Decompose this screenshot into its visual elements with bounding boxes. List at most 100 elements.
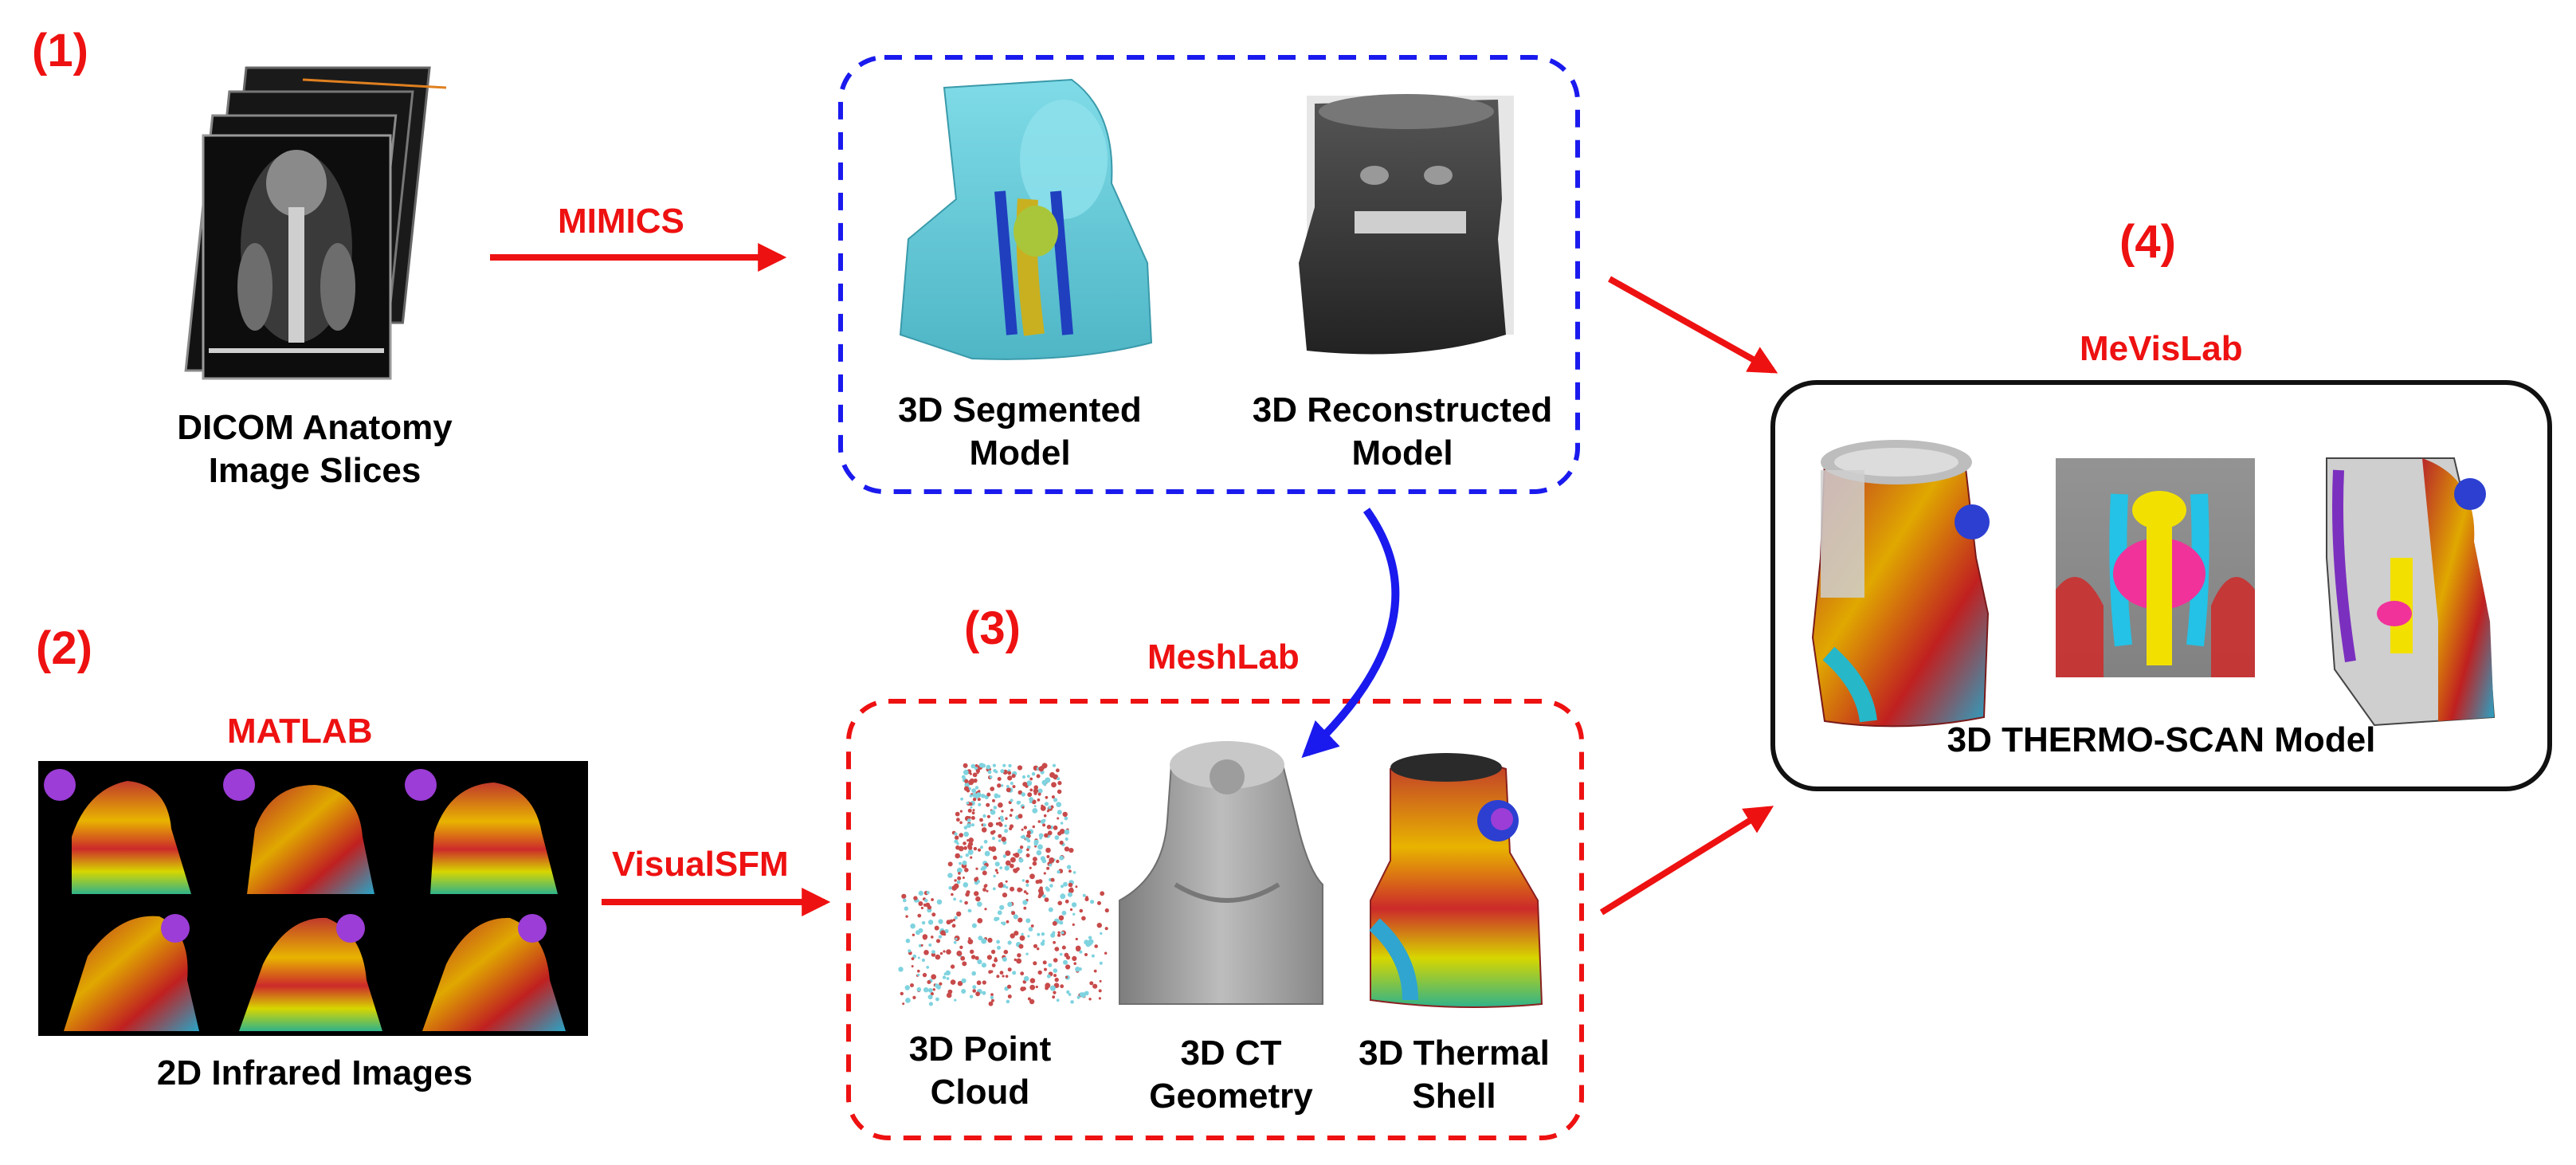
point-cloud-dot bbox=[983, 839, 988, 844]
point-cloud-dot bbox=[987, 937, 993, 943]
point-cloud-dot bbox=[974, 786, 979, 790]
point-cloud-dot bbox=[1076, 947, 1080, 952]
point-cloud-dot bbox=[936, 899, 943, 905]
point-cloud-dot bbox=[1029, 984, 1036, 990]
point-cloud-dot bbox=[1026, 775, 1030, 778]
point-cloud-caption-line-1: 3D Point bbox=[908, 1030, 1052, 1069]
point-cloud-dot bbox=[1025, 883, 1029, 887]
thermal-shell-caption-line-1: 3D Thermal bbox=[1359, 1034, 1550, 1073]
point-cloud-dot bbox=[974, 779, 977, 783]
point-cloud-dot bbox=[1042, 894, 1046, 898]
point-cloud-dot bbox=[967, 816, 971, 820]
point-cloud-dot bbox=[1011, 911, 1016, 916]
point-cloud-dot bbox=[1041, 804, 1044, 807]
point-cloud-dot bbox=[943, 950, 946, 953]
point-cloud-dot bbox=[1025, 892, 1029, 895]
point-cloud-dot bbox=[970, 816, 975, 820]
point-cloud-dot bbox=[1065, 964, 1071, 970]
point-cloud-dot bbox=[1044, 802, 1049, 806]
point-cloud-dot bbox=[1033, 839, 1039, 845]
point-cloud-dot bbox=[1092, 983, 1098, 989]
point-cloud-dot bbox=[910, 923, 916, 929]
point-cloud-dot bbox=[993, 874, 996, 878]
point-cloud-dot bbox=[981, 938, 987, 944]
point-cloud-dot bbox=[1060, 984, 1065, 989]
point-cloud-dot bbox=[976, 980, 982, 986]
point-cloud-dot bbox=[975, 896, 981, 902]
infrared-caption-line-1: 2D Infrared Images bbox=[156, 1053, 473, 1092]
point-cloud-dot bbox=[1104, 927, 1108, 931]
point-cloud-dot bbox=[1089, 981, 1094, 986]
point-cloud-dot bbox=[963, 845, 967, 850]
point-cloud-dot bbox=[947, 861, 953, 867]
point-cloud-dot bbox=[1099, 979, 1102, 983]
mevislab-label: MeVisLab bbox=[2080, 329, 2243, 368]
point-cloud-dot bbox=[1037, 788, 1043, 794]
point-cloud-dot bbox=[975, 792, 982, 798]
point-cloud-dot bbox=[971, 923, 977, 928]
point-cloud-dot bbox=[972, 793, 977, 798]
point-cloud-dot bbox=[970, 949, 974, 955]
point-cloud-dot bbox=[1066, 865, 1072, 869]
point-cloud-dot bbox=[950, 979, 956, 985]
point-cloud-dot bbox=[1029, 788, 1033, 792]
point-cloud-dot bbox=[927, 980, 931, 984]
point-cloud-dot bbox=[946, 992, 952, 998]
point-cloud-dot bbox=[986, 955, 992, 960]
point-cloud-dot bbox=[970, 806, 973, 809]
point-cloud-dot bbox=[984, 850, 990, 857]
point-cloud-dot bbox=[970, 823, 975, 827]
point-cloud-dot bbox=[923, 950, 929, 955]
point-cloud-dot bbox=[931, 974, 937, 980]
point-cloud-dot bbox=[963, 769, 969, 775]
point-cloud-dot bbox=[1038, 833, 1044, 838]
point-cloud-dot bbox=[1037, 970, 1042, 975]
point-cloud-dot bbox=[956, 867, 963, 873]
point-cloud-dot bbox=[987, 822, 994, 828]
point-cloud-dot bbox=[946, 977, 950, 980]
point-cloud-dot bbox=[959, 861, 962, 865]
point-cloud-dot bbox=[1096, 923, 1103, 928]
point-cloud-dot bbox=[912, 933, 916, 937]
point-cloud-dot bbox=[917, 973, 920, 977]
point-cloud-dot bbox=[1049, 772, 1056, 778]
point-cloud-dot bbox=[1079, 950, 1083, 954]
point-cloud-dot bbox=[1046, 866, 1050, 870]
point-cloud-dot bbox=[954, 832, 958, 836]
dicom-caption-line-2: Image Slices bbox=[208, 451, 421, 490]
point-cloud-dot bbox=[1088, 936, 1092, 939]
point-cloud-dot bbox=[911, 965, 914, 968]
point-cloud-dot bbox=[955, 835, 959, 840]
point-cloud-dot bbox=[954, 839, 959, 844]
point-cloud-dot bbox=[905, 998, 911, 1003]
point-cloud-dot bbox=[1081, 916, 1086, 921]
point-cloud-dot bbox=[1037, 932, 1041, 936]
point-cloud-dot bbox=[1017, 848, 1023, 854]
point-cloud-dot bbox=[923, 898, 928, 903]
point-cloud-dot bbox=[1010, 933, 1015, 939]
point-cloud-dot bbox=[1014, 931, 1019, 936]
point-cloud-dot bbox=[969, 794, 973, 798]
point-cloud-dot bbox=[959, 900, 963, 903]
point-cloud-dot bbox=[1060, 893, 1066, 900]
point-cloud-dot bbox=[1009, 826, 1013, 830]
point-cloud-dot bbox=[976, 771, 979, 775]
point-cloud-dot bbox=[1025, 880, 1029, 884]
point-cloud-dot bbox=[994, 916, 998, 922]
segmented-caption: 3D Segmented Model bbox=[853, 389, 1187, 475]
point-cloud-dot bbox=[922, 972, 927, 978]
point-cloud-dot bbox=[1069, 908, 1073, 912]
point-cloud-dot bbox=[1000, 769, 1005, 774]
point-cloud-dot bbox=[1060, 885, 1065, 888]
step-1-label: (1) bbox=[32, 25, 88, 76]
point-cloud-dot bbox=[1065, 837, 1068, 841]
ct-geometry-caption: 3D CT Geometry bbox=[1112, 1032, 1351, 1118]
point-cloud-dot bbox=[920, 943, 923, 947]
point-cloud-dot bbox=[913, 896, 918, 900]
point-cloud-dot bbox=[1029, 998, 1035, 1005]
point-cloud-dot bbox=[986, 814, 990, 818]
point-cloud-dot bbox=[1017, 790, 1023, 795]
point-cloud-dot bbox=[1027, 792, 1033, 798]
point-cloud-dot bbox=[1068, 848, 1074, 853]
point-cloud-dot bbox=[1029, 978, 1036, 983]
